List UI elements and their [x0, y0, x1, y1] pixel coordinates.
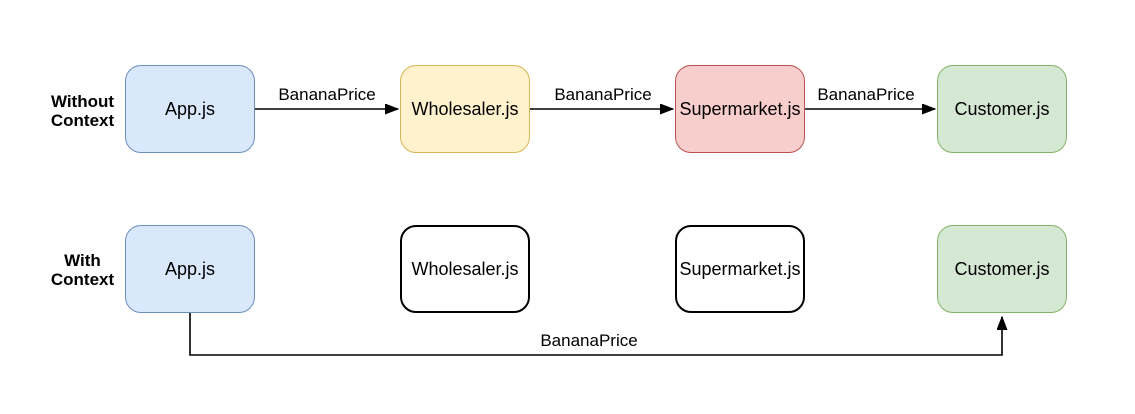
edge-label-bananaprice-1: BananaPrice — [276, 85, 378, 105]
edge-label-bananaprice-3: BananaPrice — [815, 85, 917, 105]
node-label: Supermarket.js — [679, 99, 801, 119]
row-label-line: Context — [50, 270, 115, 289]
edge-label-bananaprice-context: BananaPrice — [538, 331, 640, 351]
node-supermarket-js-without: Supermarket.js — [675, 65, 805, 153]
row-label-without-context: Without Context — [30, 92, 135, 130]
node-label: Wholesaler.js — [411, 99, 519, 119]
node-app-js-with: App.js — [125, 225, 255, 313]
node-customer-js-without: Customer.js — [937, 65, 1067, 153]
node-app-js-without: App.js — [125, 65, 255, 153]
node-customer-js-with: Customer.js — [937, 225, 1067, 313]
node-label: App.js — [164, 99, 216, 119]
node-label: Customer.js — [954, 99, 1050, 119]
row-label-line: With — [64, 251, 101, 270]
row-label-line: Without — [50, 92, 115, 111]
row-label-line: Context — [50, 111, 115, 130]
node-label: Wholesaler.js — [411, 259, 519, 279]
node-label: Customer.js — [954, 259, 1050, 279]
node-label: Supermarket.js — [679, 259, 801, 279]
node-label: App.js — [164, 259, 216, 279]
node-wholesaler-js-with: Wholesaler.js — [400, 225, 530, 313]
row-label-with-context: With Context — [30, 251, 135, 289]
arrow-app-to-customer-context — [189, 313, 1002, 356]
edge-label-bananaprice-2: BananaPrice — [552, 85, 654, 105]
node-wholesaler-js-without: Wholesaler.js — [400, 65, 530, 153]
node-supermarket-js-with: Supermarket.js — [675, 225, 805, 313]
